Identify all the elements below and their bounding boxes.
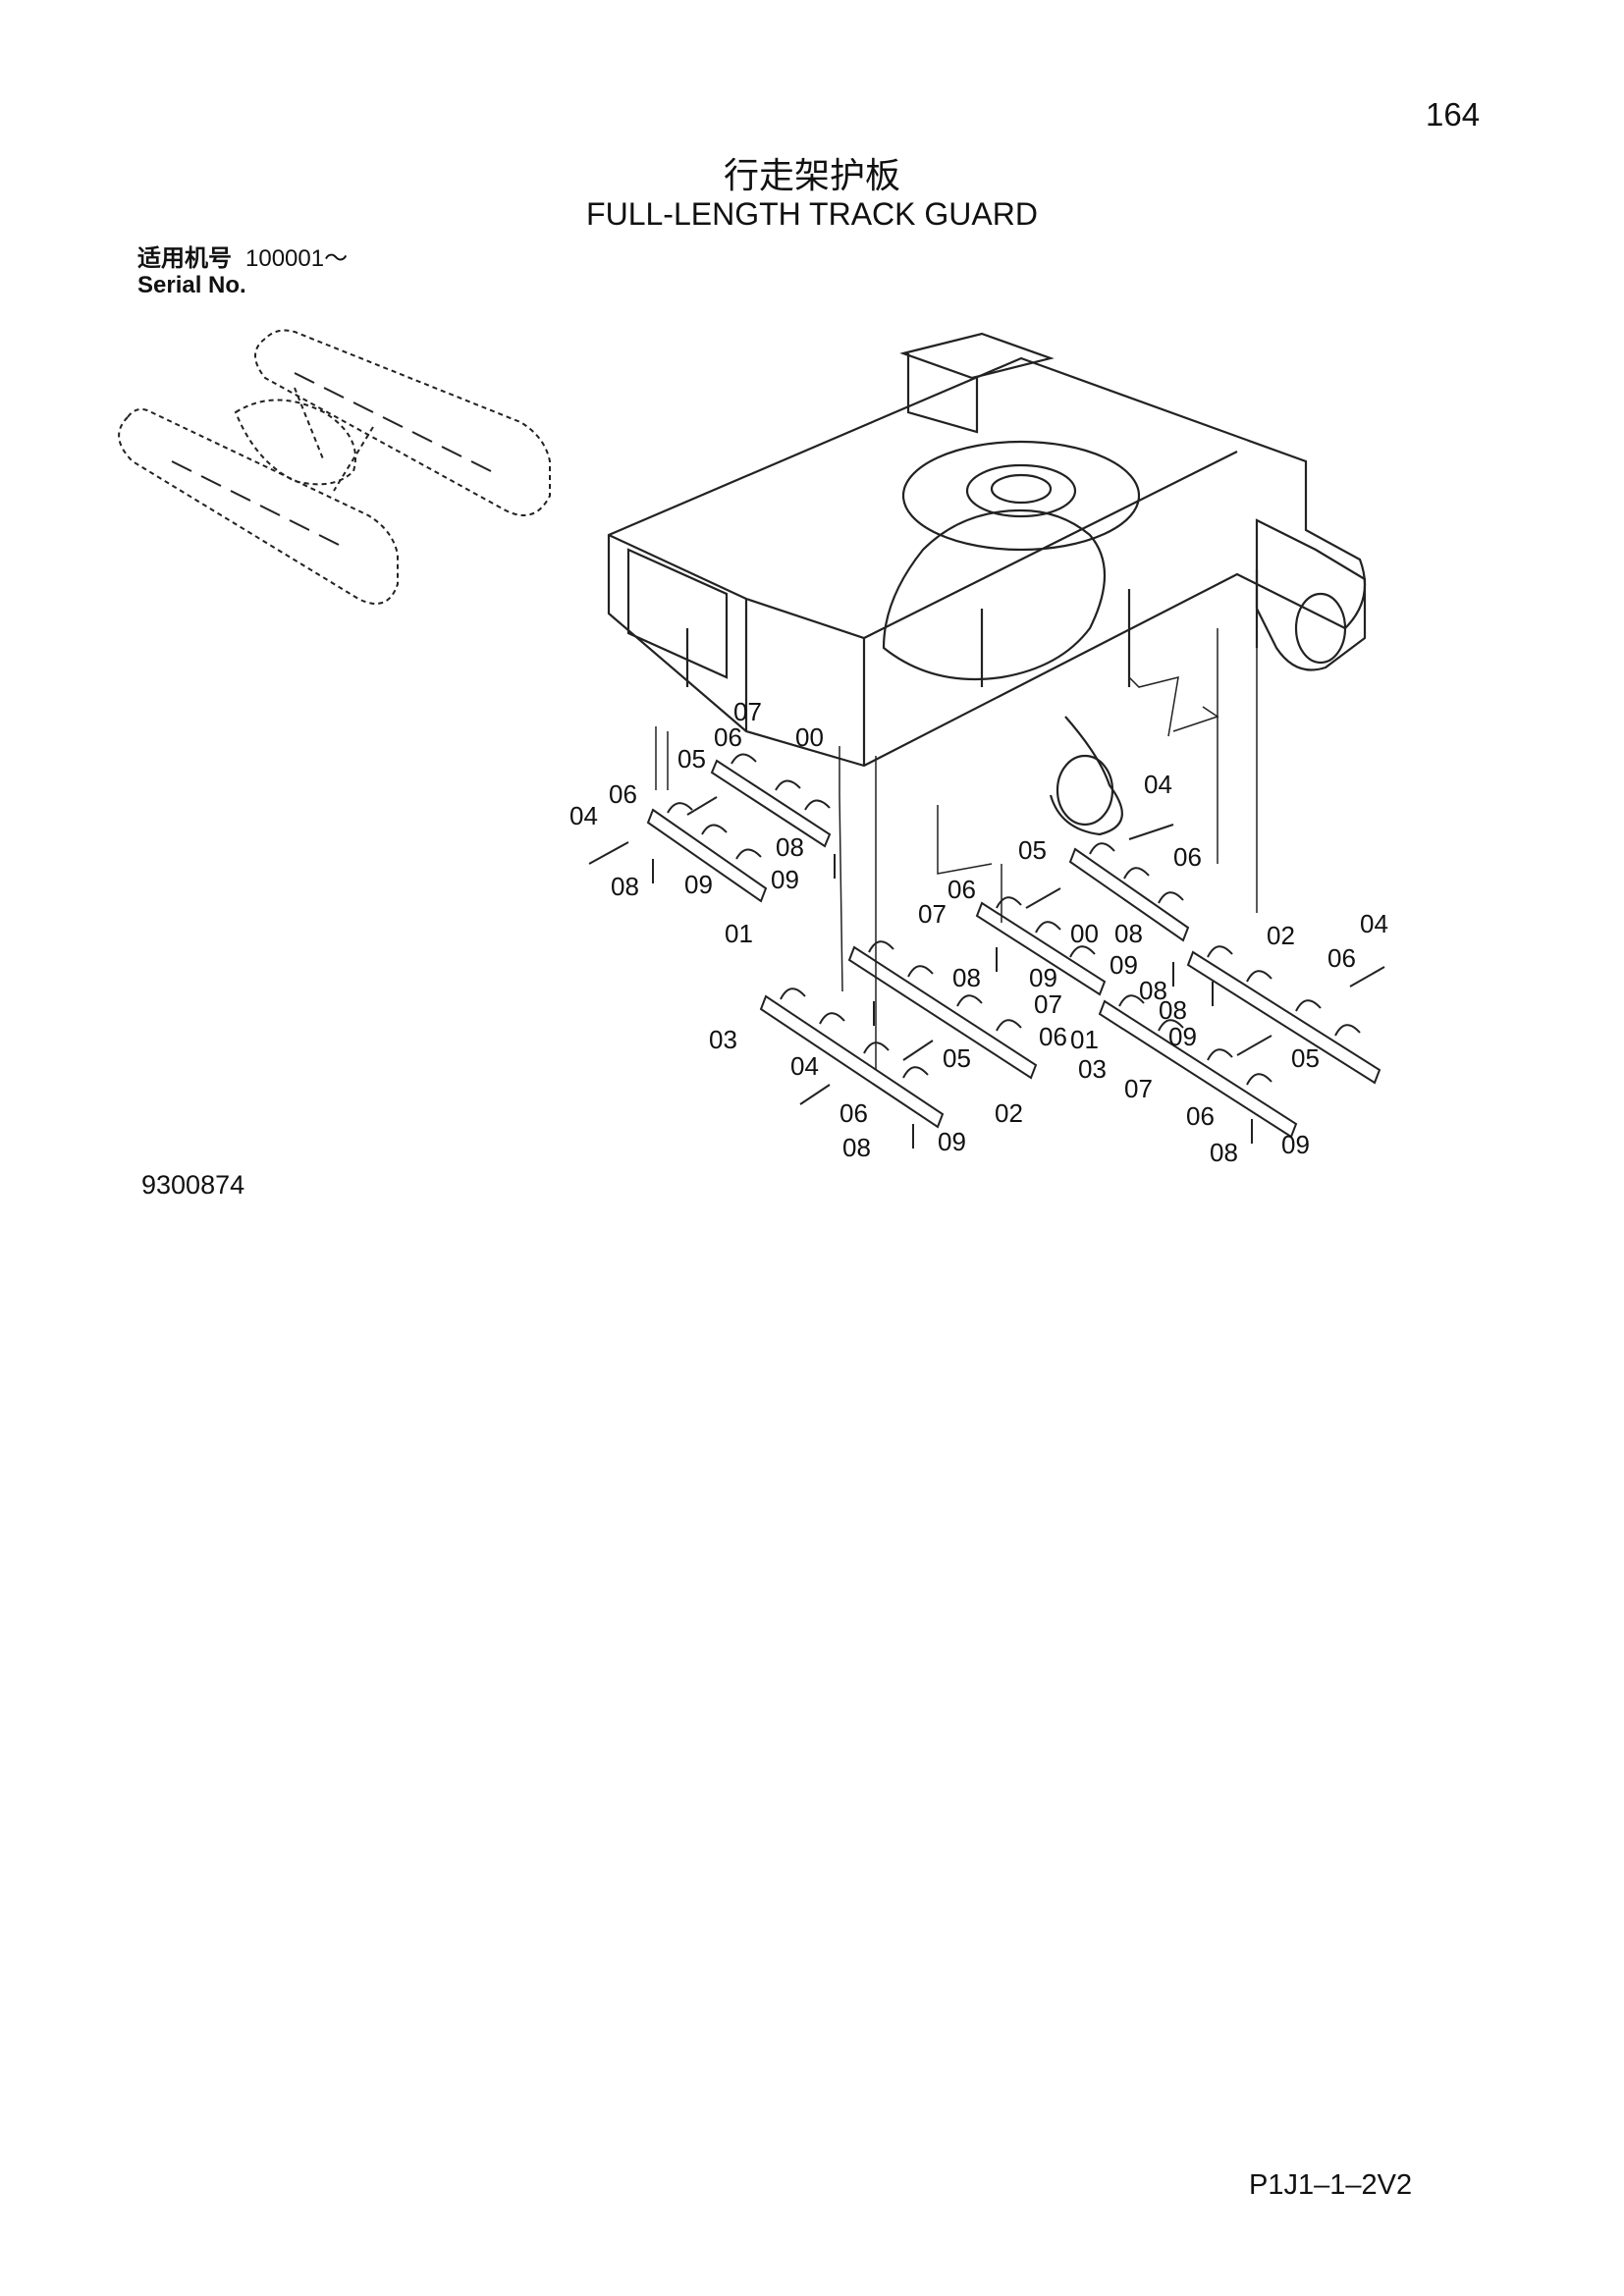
reference-undercarriage-illustration — [118, 329, 551, 605]
callout-label: 08 — [842, 1133, 871, 1162]
callout-label: 01 — [1070, 1025, 1099, 1054]
callout-label: 06 — [1186, 1101, 1215, 1131]
page-title: FULL-LENGTH TRACK GUARD — [586, 196, 1038, 232]
callout-label: 08 — [952, 963, 981, 992]
callout-label: 08 — [611, 872, 639, 901]
leader-lines — [655, 618, 1258, 1070]
callout-label: 09 — [938, 1127, 966, 1156]
guard-part-01-left — [646, 802, 768, 903]
callout-label: 06 — [1173, 842, 1202, 872]
callout-label: 06 — [609, 779, 637, 809]
callout-label: 08 — [1114, 919, 1143, 948]
callout-label: 05 — [943, 1043, 971, 1073]
callout-label: 04 — [569, 801, 598, 830]
callout-label: 02 — [1267, 921, 1295, 950]
drawing-number: 9300874 — [141, 1170, 245, 1200]
callout-label: 09 — [1168, 1022, 1197, 1051]
callout-label: 08 — [1139, 976, 1167, 1005]
callout-label: 00 — [795, 722, 824, 752]
callout-label: 09 — [771, 865, 799, 894]
callout-label: 07 — [918, 899, 947, 929]
callout-label: 06 — [714, 722, 742, 752]
bolts-and-pins — [588, 796, 1385, 1148]
callout-label: 04 — [1144, 770, 1172, 799]
callout-label: 08 — [1159, 995, 1187, 1025]
callout-label: 06 — [839, 1098, 868, 1128]
guard-part-01-center — [975, 896, 1107, 996]
callout-label: 08 — [776, 832, 804, 862]
page-code: P1J1–1–2V2 — [1249, 2169, 1413, 2201]
guard-part-02-right — [1186, 945, 1381, 1085]
serial-label-cn: 适用机号 — [137, 245, 232, 272]
callout-label: 06 — [1327, 943, 1356, 973]
callout-label: 01 — [725, 919, 753, 948]
exploded-parts-diagram: 07 06 00 05 06 04 08 09 08 09 01 04 05 0… — [118, 329, 1388, 1167]
callout-label: 08 — [1210, 1138, 1238, 1167]
serial-label-en: Serial No. — [137, 272, 246, 298]
serial-range: 100001～ — [245, 245, 349, 272]
callout-label: 05 — [1291, 1043, 1320, 1073]
callout-label: 07 — [1034, 989, 1062, 1019]
callout-label: 05 — [1018, 835, 1047, 865]
callout-label: 06 — [1039, 1022, 1067, 1051]
guard-part-00-center — [1068, 842, 1190, 942]
guard-part-02-center — [847, 940, 1038, 1080]
callout-label: 05 — [677, 744, 706, 774]
callout-label: 09 — [1281, 1130, 1310, 1159]
reference-track-links — [171, 372, 492, 546]
callout-label: 03 — [709, 1025, 737, 1054]
callout-labels: 07 06 00 05 06 04 08 09 08 09 01 04 05 0… — [569, 697, 1388, 1167]
callout-label: 09 — [1029, 963, 1057, 992]
page-title-chinese: 行走架护板 — [723, 156, 900, 196]
callout-label: 07 — [1124, 1074, 1153, 1103]
callout-label: 06 — [947, 875, 976, 904]
serial-number-block: 适用机号 100001～ Serial No. — [137, 245, 348, 298]
guard-part-03-left — [759, 988, 945, 1129]
callout-label: 04 — [790, 1051, 819, 1081]
callout-label: 09 — [1110, 950, 1138, 980]
guard-part-00-left — [710, 753, 832, 848]
callout-label: 02 — [995, 1098, 1023, 1128]
page-number: 164 — [1426, 96, 1481, 133]
callout-label: 04 — [1360, 909, 1388, 938]
track-frame — [607, 332, 1367, 836]
callout-label: 03 — [1078, 1054, 1107, 1084]
callout-label: 09 — [684, 870, 713, 899]
callout-label: 00 — [1070, 919, 1099, 948]
guard-part-03-right — [1098, 994, 1298, 1139]
callout-label: 07 — [733, 697, 762, 726]
